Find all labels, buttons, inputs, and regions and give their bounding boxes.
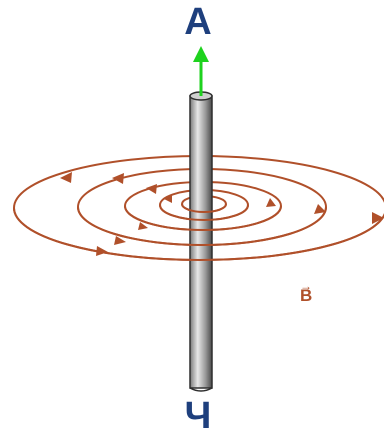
field-line-1-front (181, 203, 227, 213)
field-arrowhead-icon (266, 198, 276, 207)
top-label: А (184, 1, 212, 43)
up-arrow-icon (193, 46, 209, 62)
field-line-5-front (13, 207, 384, 261)
field-arrowhead-icon (146, 184, 157, 194)
field-arrowhead-icon (96, 246, 108, 256)
field-line-4-front (77, 206, 327, 246)
field-arrowhead-icon (372, 212, 384, 224)
field-arrowhead-icon (114, 236, 126, 245)
field-arrowhead-icon (164, 195, 172, 203)
field-label-text: B (300, 286, 313, 305)
vector-arrow-icon: → (300, 279, 312, 293)
field-lines-front (13, 203, 384, 261)
field-line-2-front (159, 204, 249, 221)
field-arrowhead-icon (138, 222, 148, 230)
field-arrowhead-icon (112, 173, 124, 184)
bottom-label: Ч (184, 395, 212, 437)
field-line-3-front (124, 205, 282, 231)
field-arrowhead-icon (60, 172, 72, 183)
field-arrowheads (60, 172, 384, 256)
field-arrowhead-icon (314, 204, 326, 214)
field-label: → B (300, 280, 313, 306)
wire (189, 91, 213, 392)
current-arrow (193, 46, 209, 96)
